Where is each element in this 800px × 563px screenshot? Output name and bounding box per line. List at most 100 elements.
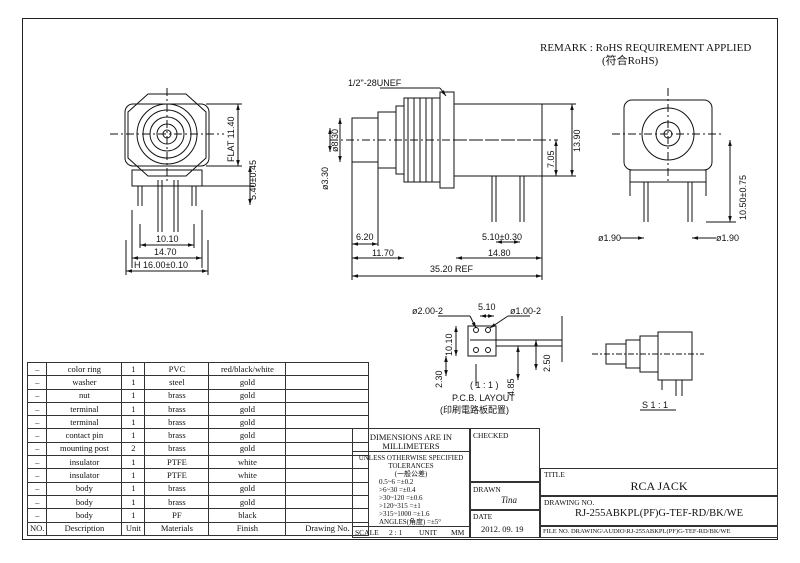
bom-cell-dwg (285, 401, 370, 417)
file-no-cell: FILE NO. DRAWING\AUDIO\RJ-255ABKPL(PF)G-… (540, 526, 778, 538)
bom-cell-finish: gold (208, 481, 287, 496)
dim-190b: ø1.90 (716, 233, 739, 243)
bom-cell-dwg: Drawing No. (285, 521, 370, 536)
bom-cell-finish: gold (208, 375, 287, 390)
bom-cell-finish: gold (208, 441, 287, 457)
bom-cell-unit: 1 (121, 455, 146, 470)
bom-cell-finish: gold (208, 401, 287, 417)
tol-title: UNLESS OTHERWISE SPECIFIED TOLERANCES (358, 454, 464, 470)
bom-cell-no: – (26, 401, 48, 417)
bom-cell-mat: steel (144, 375, 210, 390)
dimension-block: DIMENSIONS ARE IN MILLIMETERS UNLESS OTH… (352, 428, 470, 538)
bom-cell-desc: mounting post (46, 441, 123, 457)
bom-cell-finish: gold (208, 388, 287, 403)
scale-row: SCALE 2 : 1 UNIT MM (352, 526, 470, 538)
title-value: RCA JACK (630, 479, 688, 493)
bom-cell-no: – (26, 455, 48, 470)
dim-705: 7.05 (546, 150, 556, 168)
bom-cell-mat: PVC (144, 361, 210, 377)
bom-cell-no: – (26, 361, 48, 377)
bom-cell-desc: Description (46, 521, 123, 536)
bom-cell-unit: 1 (121, 388, 146, 403)
dim-3520: 35.20 REF (430, 264, 474, 274)
drawing-no-cell: DRAWING NO. RJ-255ABKPL(PF)G-TEF-RD/BK/W… (540, 496, 778, 526)
bom-cell-mat: brass (144, 401, 210, 417)
tolerance-line: ANGLES(角度) =±5° (379, 518, 442, 526)
pcb-dim-230: 2.30 (434, 370, 444, 388)
tolerance-line: 0.5~6 =±0.2 (379, 478, 414, 486)
bom-cell-finish: gold (208, 415, 287, 430)
dim-540: 5.40±0.45 (248, 160, 258, 200)
bom-cell-desc: body (46, 481, 123, 496)
date-cell: DATE 2012. 09. 19 (470, 510, 540, 538)
bom-cell-desc: contact pin (46, 428, 123, 443)
pcb-title: P.C.B. LAYOUT (452, 393, 515, 403)
tolerance-line: >120~315 =±1 (379, 502, 421, 510)
pcb-dim-100: ø1.00-2 (510, 306, 541, 316)
bom-cell-unit: 1 (121, 375, 146, 390)
dim-units-title: DIMENSIONS ARE IN MILLIMETERS (353, 429, 469, 452)
side-view (328, 87, 576, 280)
bom-cell-unit: 1 (121, 508, 146, 523)
bom-cell-finish: black (208, 508, 287, 523)
bom-cell-no: – (26, 468, 48, 483)
scale-value: 2 : 1 (389, 528, 403, 537)
drawn-label: DRAWN (473, 485, 501, 494)
bom-cell-mat: Materials (144, 521, 210, 536)
pcb-dim-485: 4.85 (506, 378, 516, 396)
bom-cell-unit: 1 (121, 361, 146, 377)
remark-line1: REMARK : RoHS REQUIREMENT APPLIED (540, 42, 752, 54)
bom-cell-no: – (26, 428, 48, 443)
bom-cell-no: – (26, 375, 48, 390)
checked-label: CHECKED (473, 431, 509, 440)
pcb-dim-510: 5.10 (478, 302, 496, 312)
title-cell: TITLE RCA JACK (540, 468, 778, 496)
dim-h1600: H 16.00±0.10 (134, 260, 188, 270)
tolerance-line: >30~120 =±0.6 (379, 494, 423, 502)
title-label: TITLE (544, 470, 565, 479)
bom-cell-no: NO. (26, 521, 48, 536)
unit-label: UNIT (419, 528, 437, 537)
bom-cell-desc: terminal (46, 415, 123, 430)
bom-cell-mat: PF (144, 508, 210, 523)
bom-cell-mat: brass (144, 388, 210, 403)
bom-cell-desc: nut (46, 388, 123, 403)
drawing-no-value: RJ-255ABKPL(PF)G-TEF-RD/BK/WE (574, 508, 743, 519)
date-value: 2012. 09. 19 (481, 524, 524, 534)
drawing-no-label: DRAWING NO. (544, 498, 595, 507)
bom-cell-finish: gold (208, 494, 287, 510)
pcb-title-cn: (印刷電路板配置) (440, 404, 509, 415)
bom-cell-finish: Finish (208, 521, 287, 536)
bom-cell-finish: white (208, 455, 287, 470)
dim-1470: 14.70 (154, 247, 177, 257)
bom-cell-mat: brass (144, 415, 210, 430)
bom-cell-unit: 1 (121, 428, 146, 443)
bom-cell-no: – (26, 481, 48, 496)
bom-cell-desc: washer (46, 375, 123, 390)
bom-cell-finish: white (208, 468, 287, 483)
pcb-scale: ( 1 : 1 ) (470, 380, 499, 390)
dim-thread: 1/2"-28UNEF (348, 78, 402, 88)
bom-cell-no: – (26, 388, 48, 403)
dim-1170: 11.70 (372, 248, 394, 258)
bom-cell-unit: 2 (121, 441, 146, 457)
bom-cell-mat: brass (144, 441, 210, 457)
bom-cell-unit: 1 (121, 494, 146, 510)
dim-1010: 10.10 (156, 234, 179, 244)
scale-label: SCALE (355, 528, 379, 537)
bom-cell-mat: brass (144, 481, 210, 496)
bom-cell-finish: gold (208, 428, 287, 443)
front-view (110, 88, 254, 275)
bom-cell-mat: brass (144, 428, 210, 443)
